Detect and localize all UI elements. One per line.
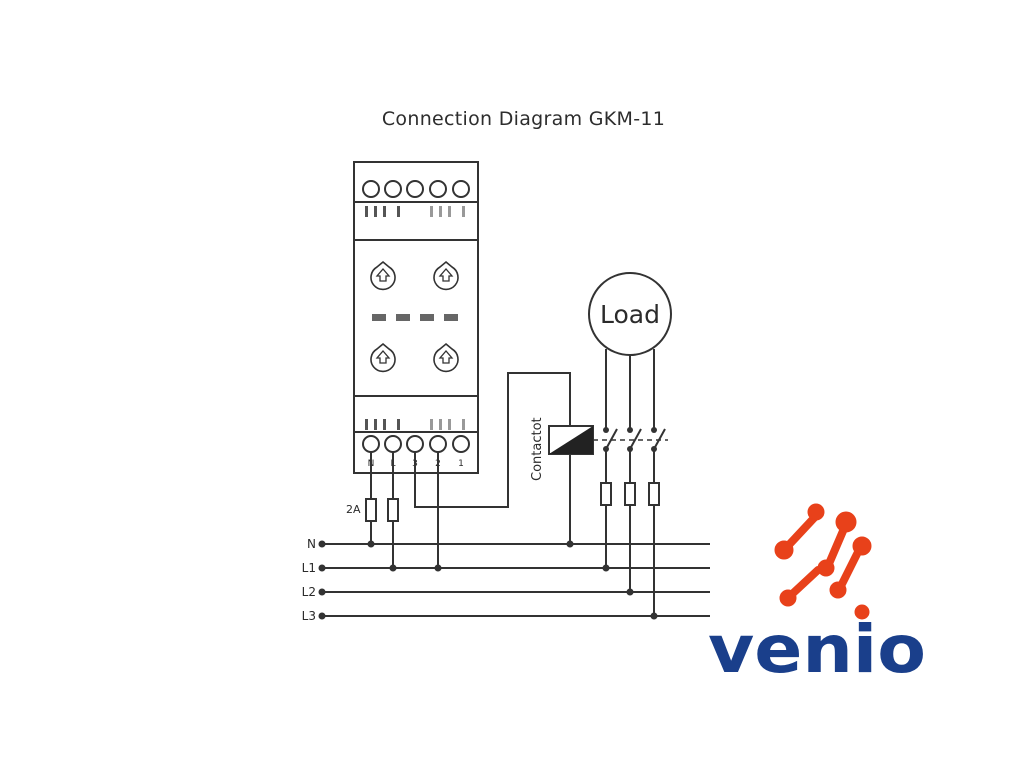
contact-switch [629, 428, 642, 450]
knob-icon [433, 260, 459, 291]
terminal-screw-n [362, 435, 380, 453]
load-wiring [593, 349, 668, 616]
contact-switch [605, 428, 618, 450]
line-label-l1: L1 [302, 561, 316, 575]
brand-wordmark: venio [708, 611, 926, 688]
knob-icon [370, 260, 396, 291]
line-label-n: N [307, 537, 316, 551]
diagram-title: Connection Diagram GKM-11 [381, 108, 666, 130]
status-indicators [372, 314, 458, 321]
load-fuses [600, 482, 660, 506]
junction-dots [367, 540, 658, 620]
bottom-terminals [362, 435, 470, 453]
relay-device [353, 161, 479, 474]
terminal-screw-1 [452, 435, 470, 453]
contactor-coil [548, 425, 594, 455]
fuse [648, 482, 660, 506]
terminal-screw [429, 180, 447, 198]
contactor-label: Contactot [530, 417, 545, 481]
bus-labels: N L1 L2 L3 [302, 537, 316, 623]
vent-slots-top [365, 206, 465, 217]
contact-dots [603, 427, 657, 452]
terminal-screw-l [384, 435, 402, 453]
adjustment-knobs [370, 260, 459, 373]
wire-3-to-contactor [414, 372, 571, 508]
fuse [600, 482, 612, 506]
terminal-screw [452, 180, 470, 198]
line-label-l2: L2 [302, 585, 316, 599]
contact-switch [653, 428, 666, 450]
terminal-label: 1 [458, 459, 464, 469]
fuse [624, 482, 636, 506]
terminal-screw [406, 180, 424, 198]
top-terminals [362, 180, 470, 198]
line-label-l3: L3 [302, 609, 316, 623]
fuse-label: 2A [346, 503, 361, 516]
logo-mark-icon [774, 503, 872, 620]
vent-slots-bottom [365, 419, 465, 430]
knob-icon [370, 342, 396, 373]
terminal-screw-3 [406, 435, 424, 453]
terminal-screw [362, 180, 380, 198]
fuse [365, 498, 377, 522]
supply-fuses [365, 498, 399, 522]
load-label: Load [600, 300, 660, 329]
bus-terminals [318, 540, 326, 620]
fuse [387, 498, 399, 522]
venio-logo: venio [708, 503, 926, 688]
bus-lines [322, 543, 710, 617]
knob-icon [433, 342, 459, 373]
terminal-screw [384, 180, 402, 198]
terminal-screw-2 [429, 435, 447, 453]
